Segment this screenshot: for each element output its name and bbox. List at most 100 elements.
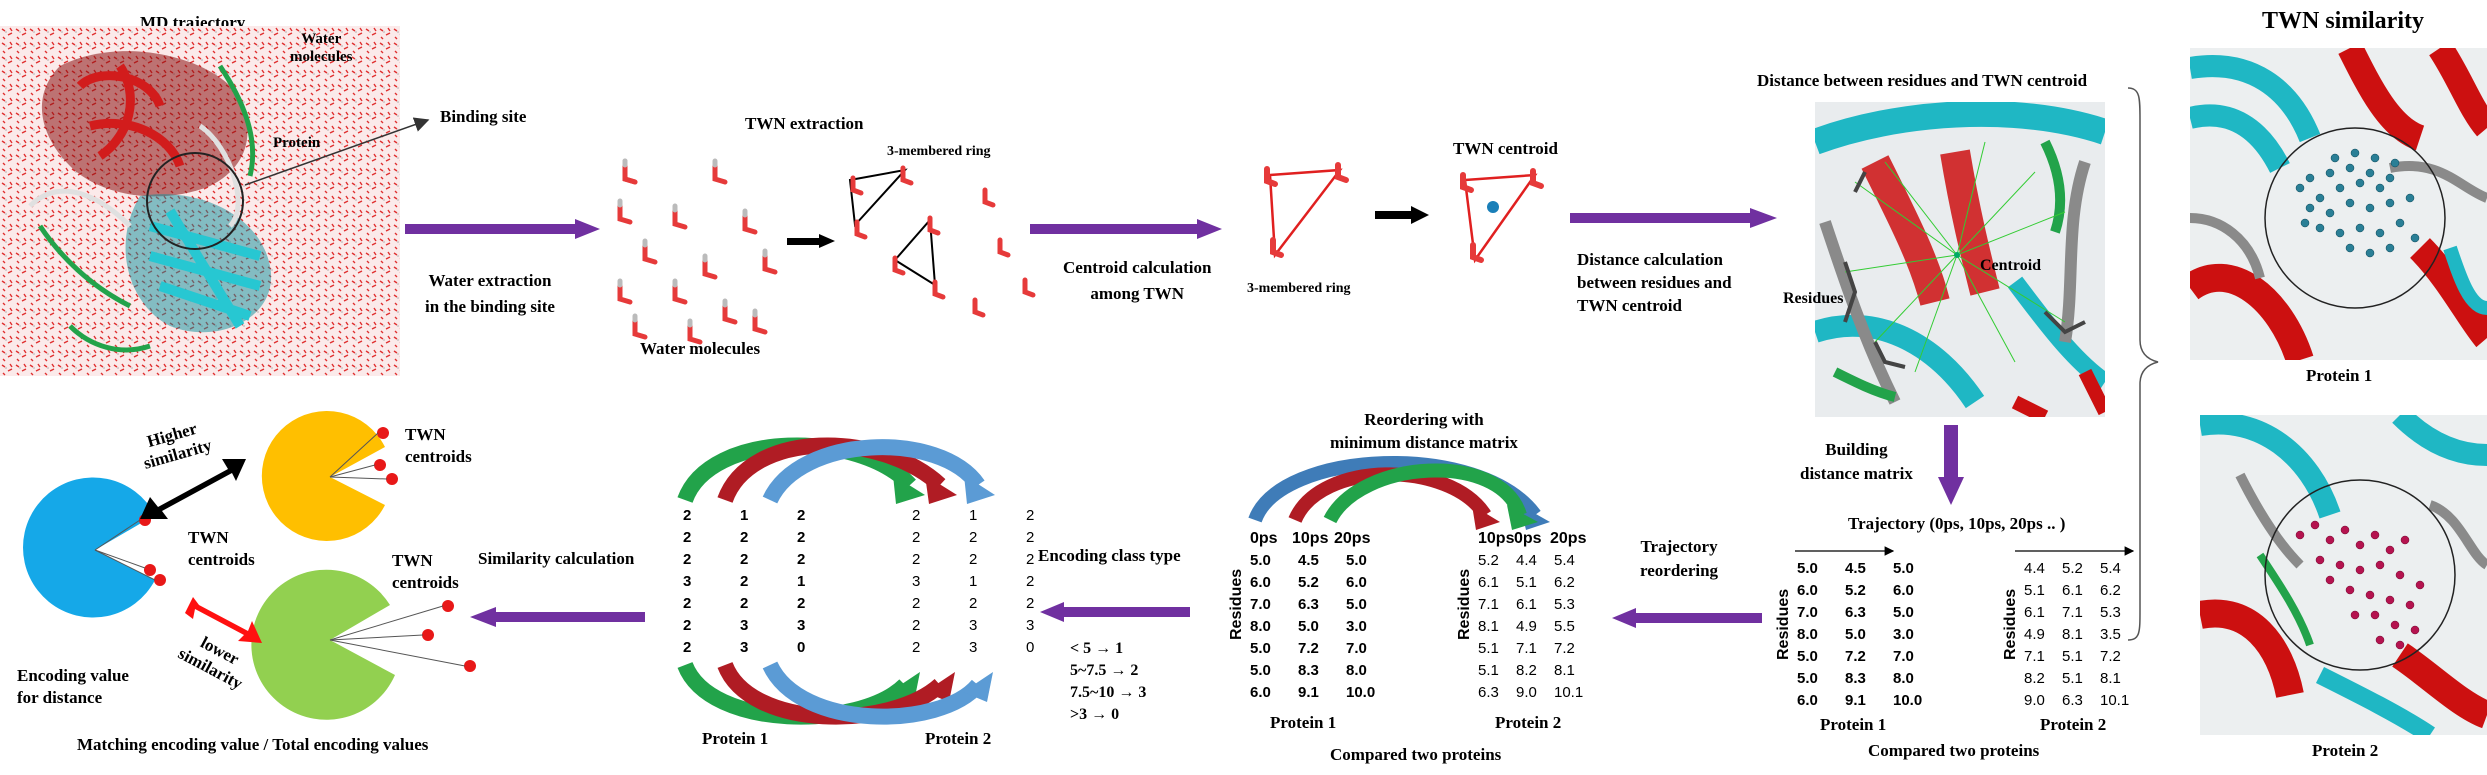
matrix-cell: 0 <box>797 639 806 656</box>
time-header: 0ps <box>1250 530 1278 547</box>
three-ring-top-label: 3-membered ring <box>887 144 991 159</box>
encoding-class-label: Encoding class type <box>1038 546 1181 565</box>
twn-extraction-label: TWN extraction <box>745 114 864 133</box>
matrix-cell: 2 <box>740 551 749 568</box>
matrix-cell: 7.1 <box>2062 604 2083 621</box>
arrow-centroid-calc <box>1030 219 1222 239</box>
matrix-cell: 10.0 <box>1346 684 1376 701</box>
encoding-rule: 7.5~10 → 3 <box>1070 684 1147 701</box>
matrix-cell: 10.1 <box>1554 684 1584 701</box>
time-header: 10ps <box>1478 530 1515 547</box>
matrix-cell: 6.2 <box>1554 574 1575 591</box>
twn-similarity-protein1-image <box>2190 48 2487 360</box>
matrix-cell: 6.3 <box>1478 684 1499 701</box>
matrix-cell: 2 <box>740 573 749 590</box>
matrix-cell: 2 <box>683 617 692 634</box>
matrix-cell: 2 <box>740 595 749 612</box>
lower-similarity-arrow <box>185 597 262 643</box>
matrix-cell: 8.1 <box>2062 626 2083 643</box>
matrix-cell: 2 <box>683 529 692 546</box>
matrix-cell: 6.3 <box>1845 604 1866 621</box>
matrix-cell: 5.1 <box>2024 582 2045 599</box>
arrow-black-1 <box>787 234 835 248</box>
trajectory-header: Trajectory (0ps, 10ps, 20ps .. ) <box>1848 514 2066 533</box>
matrix-cell: 7.1 <box>1478 596 1499 613</box>
matrix-cell: 5.1 <box>1478 640 1499 657</box>
matrix-cell: 3 <box>969 617 978 634</box>
matrix-cell: 0 <box>1026 639 1035 656</box>
matrix-cell: 3.5 <box>2100 626 2121 643</box>
matrix-cell: 6.0 <box>1797 692 1818 709</box>
matrix-cell: 8.2 <box>2024 670 2045 687</box>
matrix-cell: 2 <box>797 551 806 568</box>
matrix-cell: 7.0 <box>1346 640 1367 657</box>
encoding-rule: 5~7.5 → 2 <box>1070 662 1139 679</box>
pacman-similarity-graphic <box>23 411 476 720</box>
protein1-enc-label: Protein 1 <box>702 729 769 748</box>
matrix-cell: 5.0 <box>1250 662 1271 679</box>
matrix-cell: 5.0 <box>1346 552 1367 569</box>
matrix-cell: 5.0 <box>1346 596 1367 613</box>
matrix-cell: 4.9 <box>2024 626 2045 643</box>
protein2-mid-label: Protein 2 <box>1495 713 1562 732</box>
matrix-cell: 6.0 <box>1250 684 1271 701</box>
matrix-cell: 8.1 <box>2100 670 2121 687</box>
similarity-calc-label: Similarity calculation <box>478 549 635 568</box>
matrix-cell: 5.0 <box>1797 560 1818 577</box>
arrow-similarity-calc <box>470 607 645 627</box>
matrix-cell: 2 <box>797 529 806 546</box>
matrix-cell: 3 <box>969 639 978 656</box>
matrix-cell: 2 <box>1026 595 1035 612</box>
matrix-cell: 2 <box>969 595 978 612</box>
matrix-cell: 2 <box>683 595 692 612</box>
matrix-cell: 3.0 <box>1893 626 1914 643</box>
matrix-cell: 8.0 <box>1346 662 1367 679</box>
encoding-arcs <box>677 437 995 725</box>
matrix-cell: 1 <box>797 573 806 590</box>
matrix-cell: 2 <box>912 595 921 612</box>
matrix-cell: 6.0 <box>1346 574 1367 591</box>
matrix-cell: 8.0 <box>1797 626 1818 643</box>
matrix-cell: 6.2 <box>2100 582 2121 599</box>
matrix-cell: 5.1 <box>1516 574 1537 591</box>
matrix-cell: 4.4 <box>1516 552 1537 569</box>
compared-two-right-label: Compared two proteins <box>1868 741 2040 760</box>
matrix-cell: 2 <box>683 507 692 524</box>
matrix-cell: 6.1 <box>1516 596 1537 613</box>
matrix-cell: 5.0 <box>1893 604 1914 621</box>
time-header: 20ps <box>1550 530 1587 547</box>
matrix-cell: 10.1 <box>2100 692 2130 709</box>
matrix-cell: 2 <box>797 595 806 612</box>
pacman-yellow <box>261 411 385 541</box>
matrix-cell: 2 <box>912 507 921 524</box>
arrow-trajectory-reordering <box>1612 608 1762 628</box>
protein-md-label: Protein <box>273 135 321 151</box>
arrow-black-2 <box>1375 206 1430 224</box>
residue-centroid-image: Centroid <box>1815 102 2105 417</box>
matrix-cell: 5.0 <box>1298 618 1319 635</box>
matrix-row: 2 2 2 <box>912 593 1083 615</box>
matrix-cell: 9.0 <box>1516 684 1537 701</box>
matrix-cell: 8.1 <box>1554 662 1575 679</box>
matrix-cell: 6.3 <box>2062 692 2083 709</box>
